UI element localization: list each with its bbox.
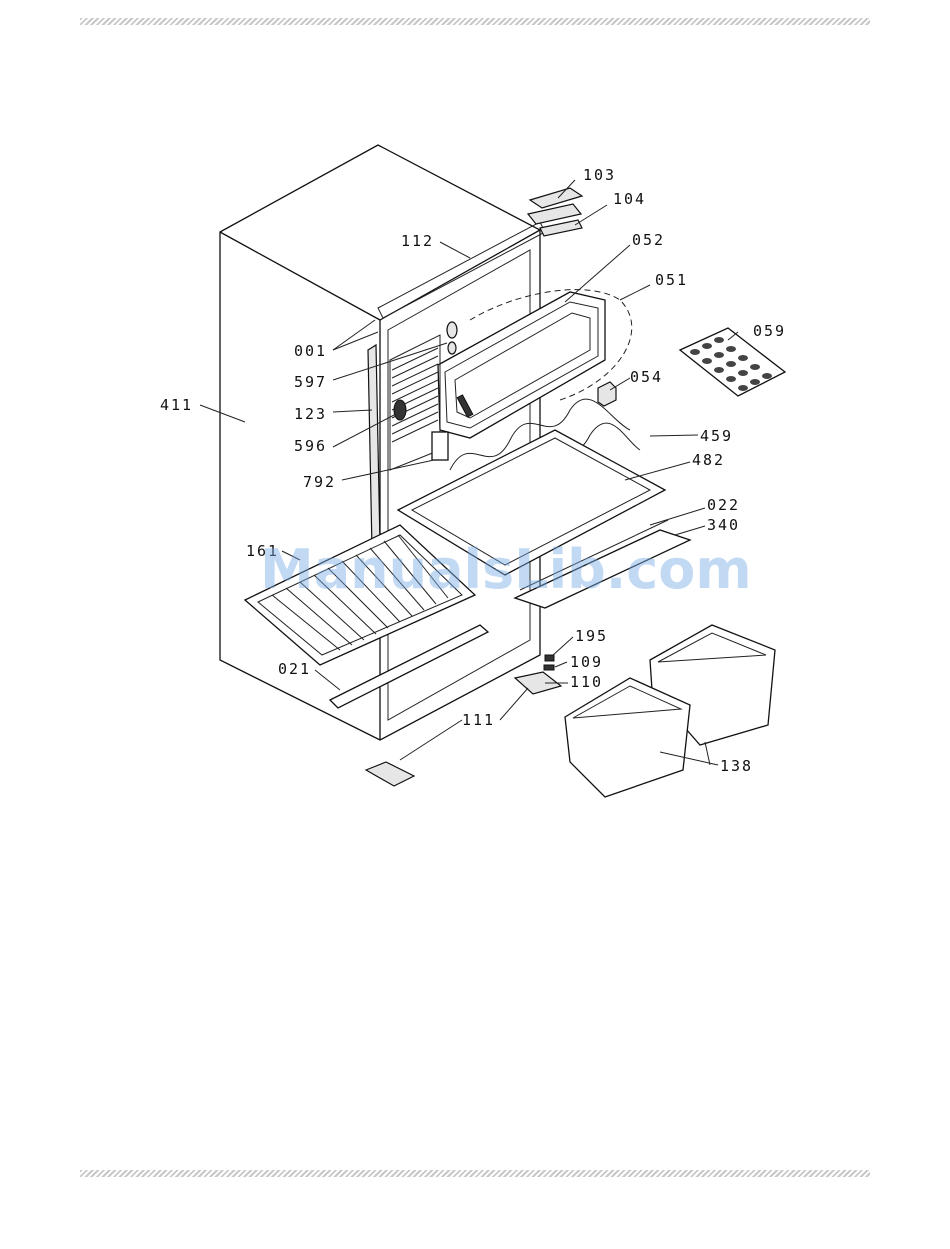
door-latch — [598, 382, 616, 406]
label-597: 597 — [294, 373, 327, 391]
label-104: 104 — [613, 190, 646, 208]
label-482: 482 — [692, 451, 725, 469]
cabinet — [220, 145, 545, 740]
label-111: 111 — [462, 711, 495, 729]
label-052: 052 — [632, 231, 665, 249]
label-195: 195 — [575, 627, 608, 645]
label-792: 792 — [303, 473, 336, 491]
label-059: 059 — [753, 322, 786, 340]
label-051: 051 — [655, 271, 688, 289]
label-103: 103 — [583, 166, 616, 184]
label-459: 459 — [700, 427, 733, 445]
label-112: 112 — [401, 232, 434, 250]
label-109: 109 — [570, 653, 603, 671]
label-021: 021 — [278, 660, 311, 678]
label-001: 001 — [294, 342, 327, 360]
adjustable-foot — [366, 762, 414, 786]
label-596: 596 — [294, 437, 327, 455]
label-411: 411 — [160, 396, 193, 414]
label-340: 340 — [707, 516, 740, 534]
label-022: 022 — [707, 496, 740, 514]
label-110: 110 — [570, 673, 603, 691]
label-123: 123 — [294, 405, 327, 423]
label-138: 138 — [720, 757, 753, 775]
label-054: 054 — [630, 368, 663, 386]
watermark: ManualsLib.com — [260, 538, 710, 601]
